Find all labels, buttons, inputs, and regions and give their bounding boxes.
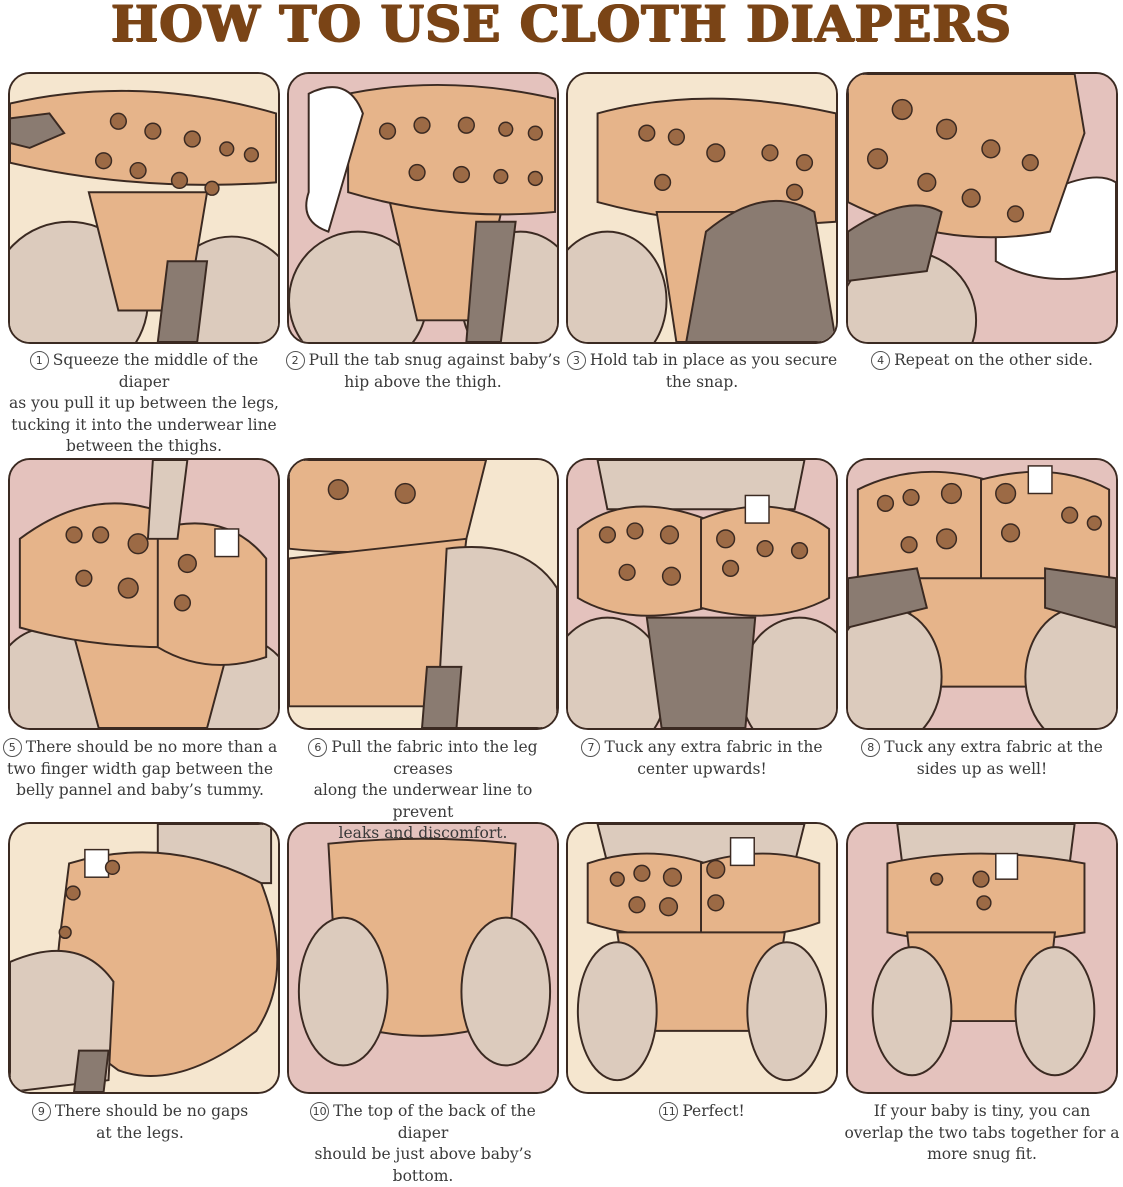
diaper-illustration — [10, 824, 278, 1092]
step-text: Tuck any extra fabric at the sides up as… — [884, 738, 1103, 778]
diaper-illustration — [289, 74, 557, 342]
step-number-badge: 5 — [2, 738, 22, 757]
step-text: Tuck any extra fabric in the center upwa… — [604, 738, 823, 778]
step-6-illustration — [287, 458, 559, 730]
step-9-illustration — [8, 822, 280, 1094]
step-text: Hold tab in place as you secure the snap… — [589, 351, 838, 391]
diaper-illustration — [848, 74, 1116, 342]
step-number-badge: 11 — [659, 1102, 679, 1121]
step-11-illustration — [566, 822, 838, 1094]
step-8-illustration — [846, 458, 1118, 730]
diaper-illustration — [289, 460, 557, 728]
step-number-badge: 3 — [566, 351, 586, 370]
step-2-illustration — [287, 72, 559, 344]
diaper-illustration — [848, 824, 1116, 1092]
diaper-illustration — [848, 460, 1116, 728]
step-number-badge: 2 — [285, 351, 305, 370]
step-text: Repeat on the other side. — [894, 351, 1093, 369]
step-text: Squeeze the middle of the diaper as you … — [9, 351, 279, 455]
step-text: There should be no gaps at the legs. — [54, 1102, 249, 1142]
step-text: Pull the tab snug against baby’s hip abo… — [308, 351, 561, 391]
step-text: Perfect! — [682, 1102, 745, 1120]
step-1-illustration — [8, 72, 280, 344]
step-number-badge: 9 — [31, 1102, 51, 1121]
step-number-badge: 8 — [861, 738, 881, 757]
step-7-illustration — [566, 458, 838, 730]
tip-text: If your baby is tiny, you can overlap th… — [844, 1102, 1120, 1163]
diaper-illustration — [10, 460, 278, 728]
step-5-illustration — [8, 458, 280, 730]
step-number-badge: 4 — [871, 351, 891, 370]
diaper-illustration — [568, 824, 836, 1092]
diaper-illustration — [568, 74, 836, 342]
page-title: HOW TO USE CLOTH DIAPERS — [110, 0, 1013, 53]
tip-caption: If your baby is tiny, you can overlap th… — [842, 1101, 1122, 1166]
step-10-illustration — [287, 822, 559, 1094]
step-3-illustration — [566, 72, 838, 344]
diaper-illustration — [10, 74, 278, 342]
step-number-badge: 10 — [310, 1102, 330, 1121]
step-4-illustration — [846, 72, 1118, 344]
step-number-badge: 1 — [29, 351, 49, 370]
tiny-baby-illustration — [846, 822, 1118, 1094]
step-number-badge: 6 — [308, 738, 328, 757]
step-number-badge: 7 — [581, 738, 601, 757]
step-text: There should be no more than a two finge… — [6, 738, 278, 799]
diaper-illustration — [289, 824, 557, 1092]
step-text: The top of the back of the diaper should… — [314, 1102, 536, 1185]
step-text: Pull the fabric into the leg creases alo… — [313, 738, 538, 842]
diaper-illustration — [568, 460, 836, 728]
